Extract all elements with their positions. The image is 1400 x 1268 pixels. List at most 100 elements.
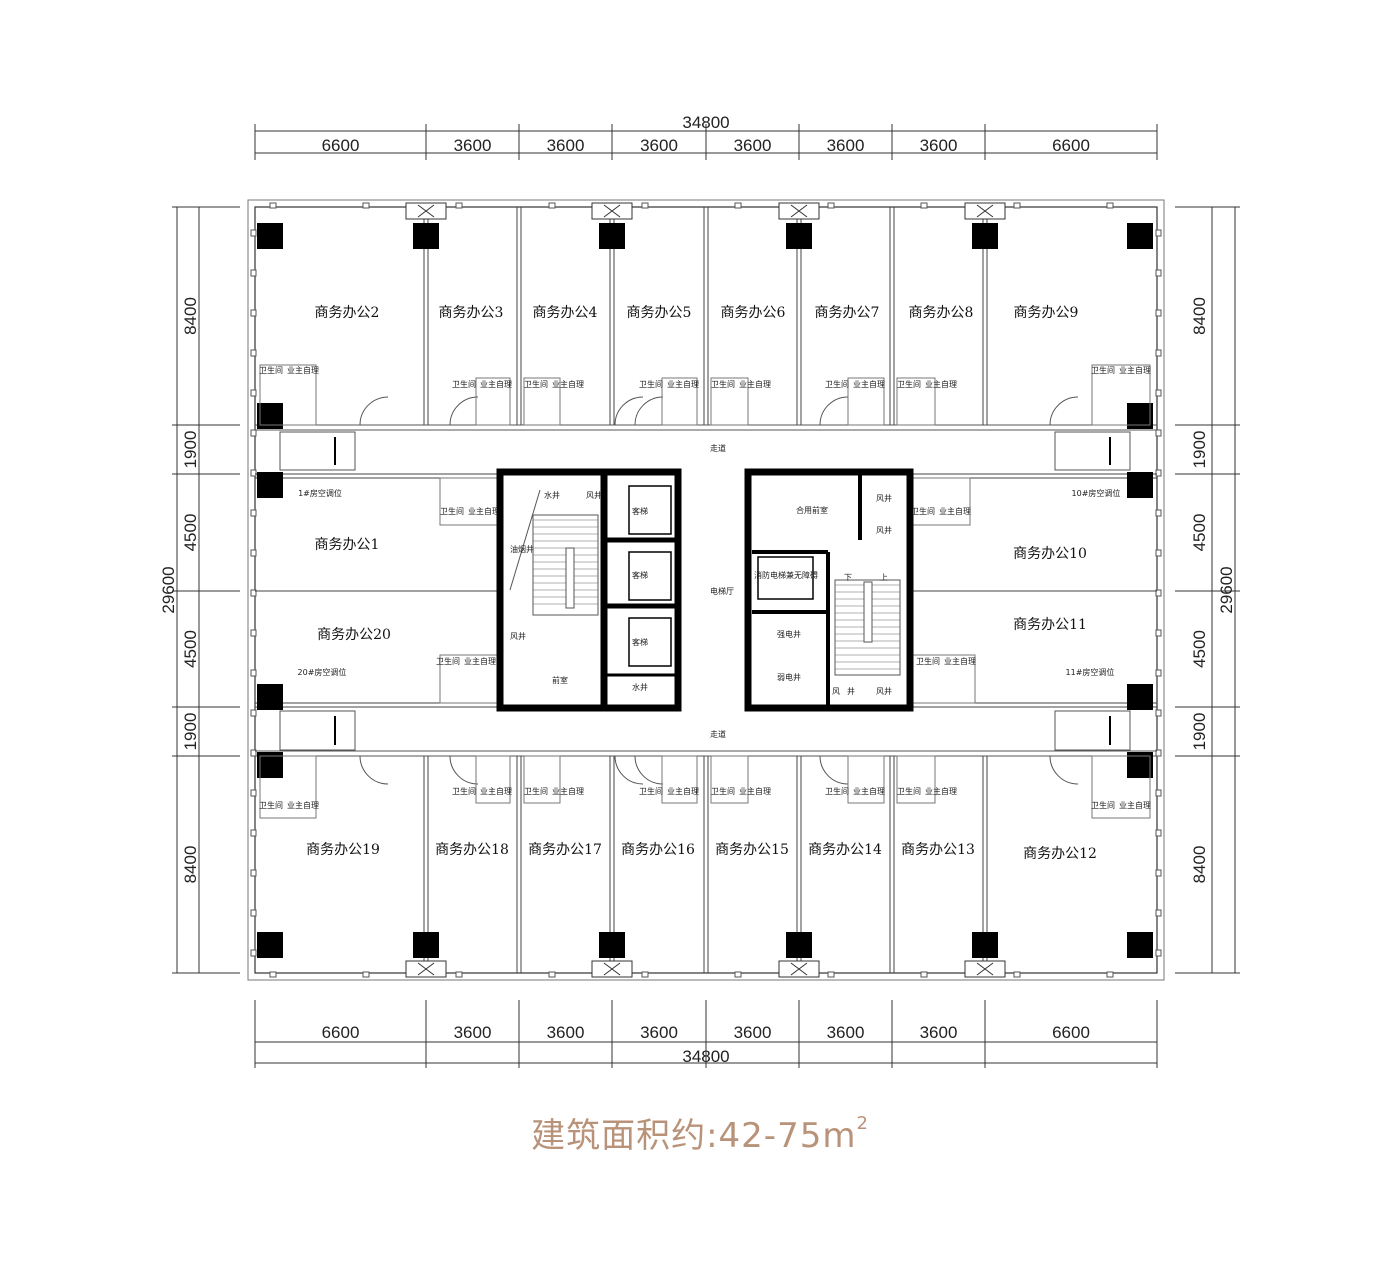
- dimension-right: 8400: [1190, 297, 1209, 335]
- stair-up-label: 上: [880, 573, 888, 582]
- bathroom-label: 卫生间业主自理: [639, 379, 699, 389]
- bathroom-label: 卫生间业主自理: [259, 800, 319, 810]
- mullion: [1106, 202, 1114, 209]
- bathroom-note: 业主自理: [667, 379, 699, 389]
- bathroom-label: 卫生间业主自理: [452, 786, 512, 796]
- ac-vent-mark: [417, 962, 435, 976]
- elevator-hall-label: 电梯厅: [710, 586, 734, 596]
- structural-column: [257, 223, 283, 249]
- dimension-left: 8400: [181, 846, 200, 884]
- mullion: [455, 971, 463, 978]
- room-label-r3: 商务办公3: [439, 305, 504, 321]
- mullion: [250, 509, 257, 517]
- bathroom-label: 卫生间业主自理: [452, 379, 512, 389]
- mullion: [250, 389, 257, 397]
- dimension-bottom: 3600: [547, 1023, 585, 1042]
- room-label-r7: 商务办公7: [815, 305, 880, 321]
- dimension-bottom: 3600: [734, 1023, 772, 1042]
- mullion: [269, 202, 277, 209]
- curtain-wall: [247, 199, 1165, 981]
- bathroom-note: 业主自理: [287, 365, 319, 375]
- ac-position-label: 10#房空调位: [1072, 488, 1121, 498]
- room-label-r13: 商务办公13: [901, 842, 975, 858]
- bathroom-name: 卫生间: [825, 379, 849, 389]
- bathroom-zone: [1091, 364, 1151, 426]
- mullion: [362, 971, 370, 978]
- dimension-right: 8400: [1190, 846, 1209, 884]
- dimension-bottom: 6600: [322, 1023, 360, 1042]
- mullion: [1155, 509, 1162, 517]
- dimension-right: 1900: [1190, 431, 1209, 469]
- room-label-r14: 商务办公14: [808, 842, 882, 858]
- door-swing: [819, 755, 849, 785]
- bathroom-zone: [710, 377, 749, 426]
- bathroom-label: 卫生间业主自理: [524, 786, 584, 796]
- mullion: [1155, 269, 1162, 277]
- bathroom-label: 卫生间业主自理: [911, 506, 971, 516]
- shaft-column: [599, 932, 625, 958]
- air-shaft-label: 风井: [876, 525, 892, 535]
- bathroom-label: 卫生间业主自理: [916, 656, 976, 666]
- bathroom-note: 业主自理: [287, 800, 319, 810]
- dimension-left: 8400: [181, 297, 200, 335]
- smoke-shaft-line: [509, 489, 541, 591]
- dimension-right-total: 29600: [1217, 566, 1236, 613]
- elevator-label: 客梯: [632, 637, 648, 647]
- dimension-top: 6600: [322, 136, 360, 155]
- mullion: [1155, 309, 1162, 317]
- structural-column: [1127, 932, 1153, 958]
- shaft-column: [786, 223, 812, 249]
- bathroom-zone: [475, 755, 511, 804]
- mullion: [250, 789, 257, 797]
- mullion: [1155, 909, 1162, 917]
- bathroom-zone: [896, 377, 936, 426]
- mullion: [1155, 349, 1162, 357]
- mullion: [250, 229, 257, 237]
- structural-column: [1127, 472, 1153, 498]
- mullion: [1013, 971, 1021, 978]
- bathroom-name: 卫生间: [911, 506, 935, 516]
- mullion: [1155, 949, 1162, 957]
- mullion: [250, 629, 257, 637]
- room-label-r10: 商务办公10: [1013, 546, 1087, 562]
- bathroom-name: 卫生间: [440, 506, 464, 516]
- fire-elevator-car: [757, 556, 814, 600]
- dimension-right: 4500: [1190, 514, 1209, 552]
- mullion: [1155, 589, 1162, 597]
- mullion: [1155, 869, 1162, 877]
- bathroom-label: 卫生间业主自理: [897, 786, 957, 796]
- stair-handrail: [565, 547, 575, 609]
- dimension-bottom: 3600: [640, 1023, 678, 1042]
- mullion: [250, 589, 257, 597]
- structural-column: [257, 472, 283, 498]
- structural-column: [257, 684, 283, 710]
- room-label-r17: 商务办公17: [528, 842, 602, 858]
- mullion: [250, 709, 257, 717]
- ac-vent-mark: [976, 204, 994, 218]
- mullion: [1106, 971, 1114, 978]
- room-label-r5: 商务办公5: [627, 305, 692, 321]
- elevator-label: 客梯: [632, 506, 648, 516]
- area-superscript: 2: [856, 1113, 869, 1134]
- bathroom-name: 卫生间: [1091, 800, 1115, 810]
- dimension-top: 3600: [827, 136, 865, 155]
- room-label-r11: 商务办公11: [1013, 617, 1087, 633]
- dimension-top-total: 34800: [682, 113, 729, 132]
- room-label-r9: 商务办公9: [1014, 305, 1079, 321]
- bathroom-zone: [1091, 755, 1151, 819]
- door-swing: [634, 755, 664, 785]
- fire-elevator-label: 消防电梯兼无障碍: [754, 570, 818, 580]
- stair-well: [532, 514, 599, 616]
- elevator-car: [628, 485, 672, 535]
- bathroom-note: 业主自理: [667, 786, 699, 796]
- bathroom-note: 业主自理: [552, 379, 584, 389]
- bathroom-name: 卫生间: [711, 786, 735, 796]
- bathroom-note: 业主自理: [464, 656, 496, 666]
- room-label-r4: 商务办公4: [533, 305, 598, 321]
- dimension-left-total: 29600: [159, 566, 178, 613]
- mullion: [250, 949, 257, 957]
- mullion: [250, 909, 257, 917]
- mullion: [827, 971, 835, 978]
- mullion: [250, 829, 257, 837]
